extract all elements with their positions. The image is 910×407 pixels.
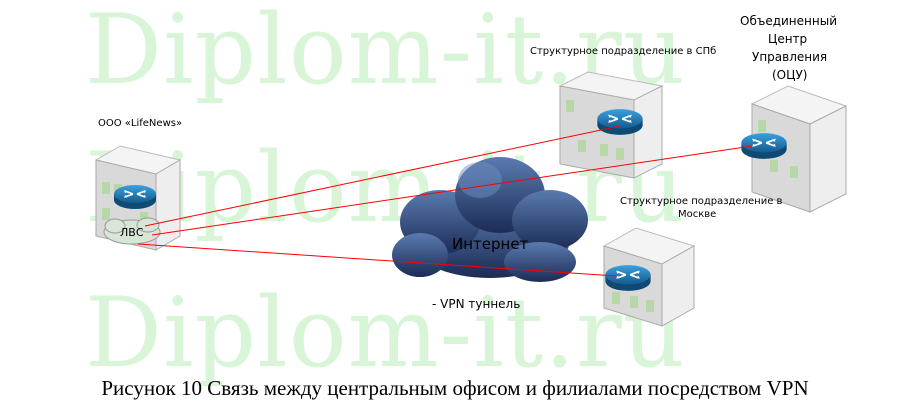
tunnel-to-moscow — [137, 243, 617, 277]
hq-label-line4: (ОЦУ) — [772, 68, 808, 82]
internet-label: Интернет — [452, 235, 529, 253]
hq-label-line2: Центр — [768, 32, 808, 46]
figure-caption: Рисунок 10 Связь между центральным офисо… — [101, 376, 809, 400]
moscow-router-icon — [604, 264, 652, 292]
lifenews-label: ООО «LifeNews» — [98, 118, 183, 129]
moscow-label-line1: Структурное подразделение в — [620, 196, 783, 207]
hq-building — [750, 85, 848, 213]
moscow-label-line2: Москве — [678, 209, 717, 220]
tunnel-to-spb — [144, 125, 621, 227]
lan-cloud-icon — [103, 217, 161, 245]
vpn-tunnel-lines — [137, 125, 753, 277]
spb-label: Структурное подразделение в СПб — [530, 46, 717, 57]
hq-label-line1: Объединенный — [740, 14, 837, 28]
internet-cloud-icon — [392, 157, 588, 282]
lan-label: ЛВС — [120, 226, 144, 239]
hq-router-icon — [740, 132, 788, 160]
lifenews-router-icon — [113, 184, 157, 210]
spb-building — [558, 71, 664, 179]
tunnel-to-hq — [151, 145, 753, 236]
watermark-3: Diplom-it.ru — [85, 277, 686, 389]
hq-label-line3: Управления — [752, 50, 828, 64]
spb-router-icon — [596, 108, 644, 136]
vpn-tunnel-legend: - VPN туннель — [432, 297, 521, 311]
